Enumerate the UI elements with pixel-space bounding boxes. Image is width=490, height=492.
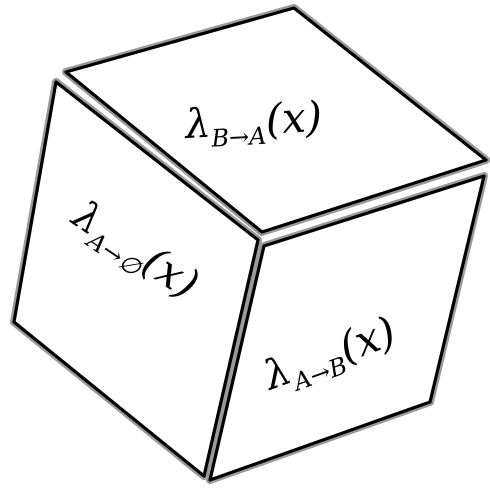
right-face: λA→B(x) — [206, 172, 488, 484]
top-face: λB→A(x) — [62, 4, 490, 236]
top-face-label: λB→A(x) — [182, 92, 324, 154]
left-face: λA→∅(x) — [10, 78, 262, 480]
top-face-subscript: B→A — [210, 122, 267, 153]
top-face-lambda: λ — [182, 101, 212, 148]
top-face-argument: (x) — [264, 92, 323, 144]
